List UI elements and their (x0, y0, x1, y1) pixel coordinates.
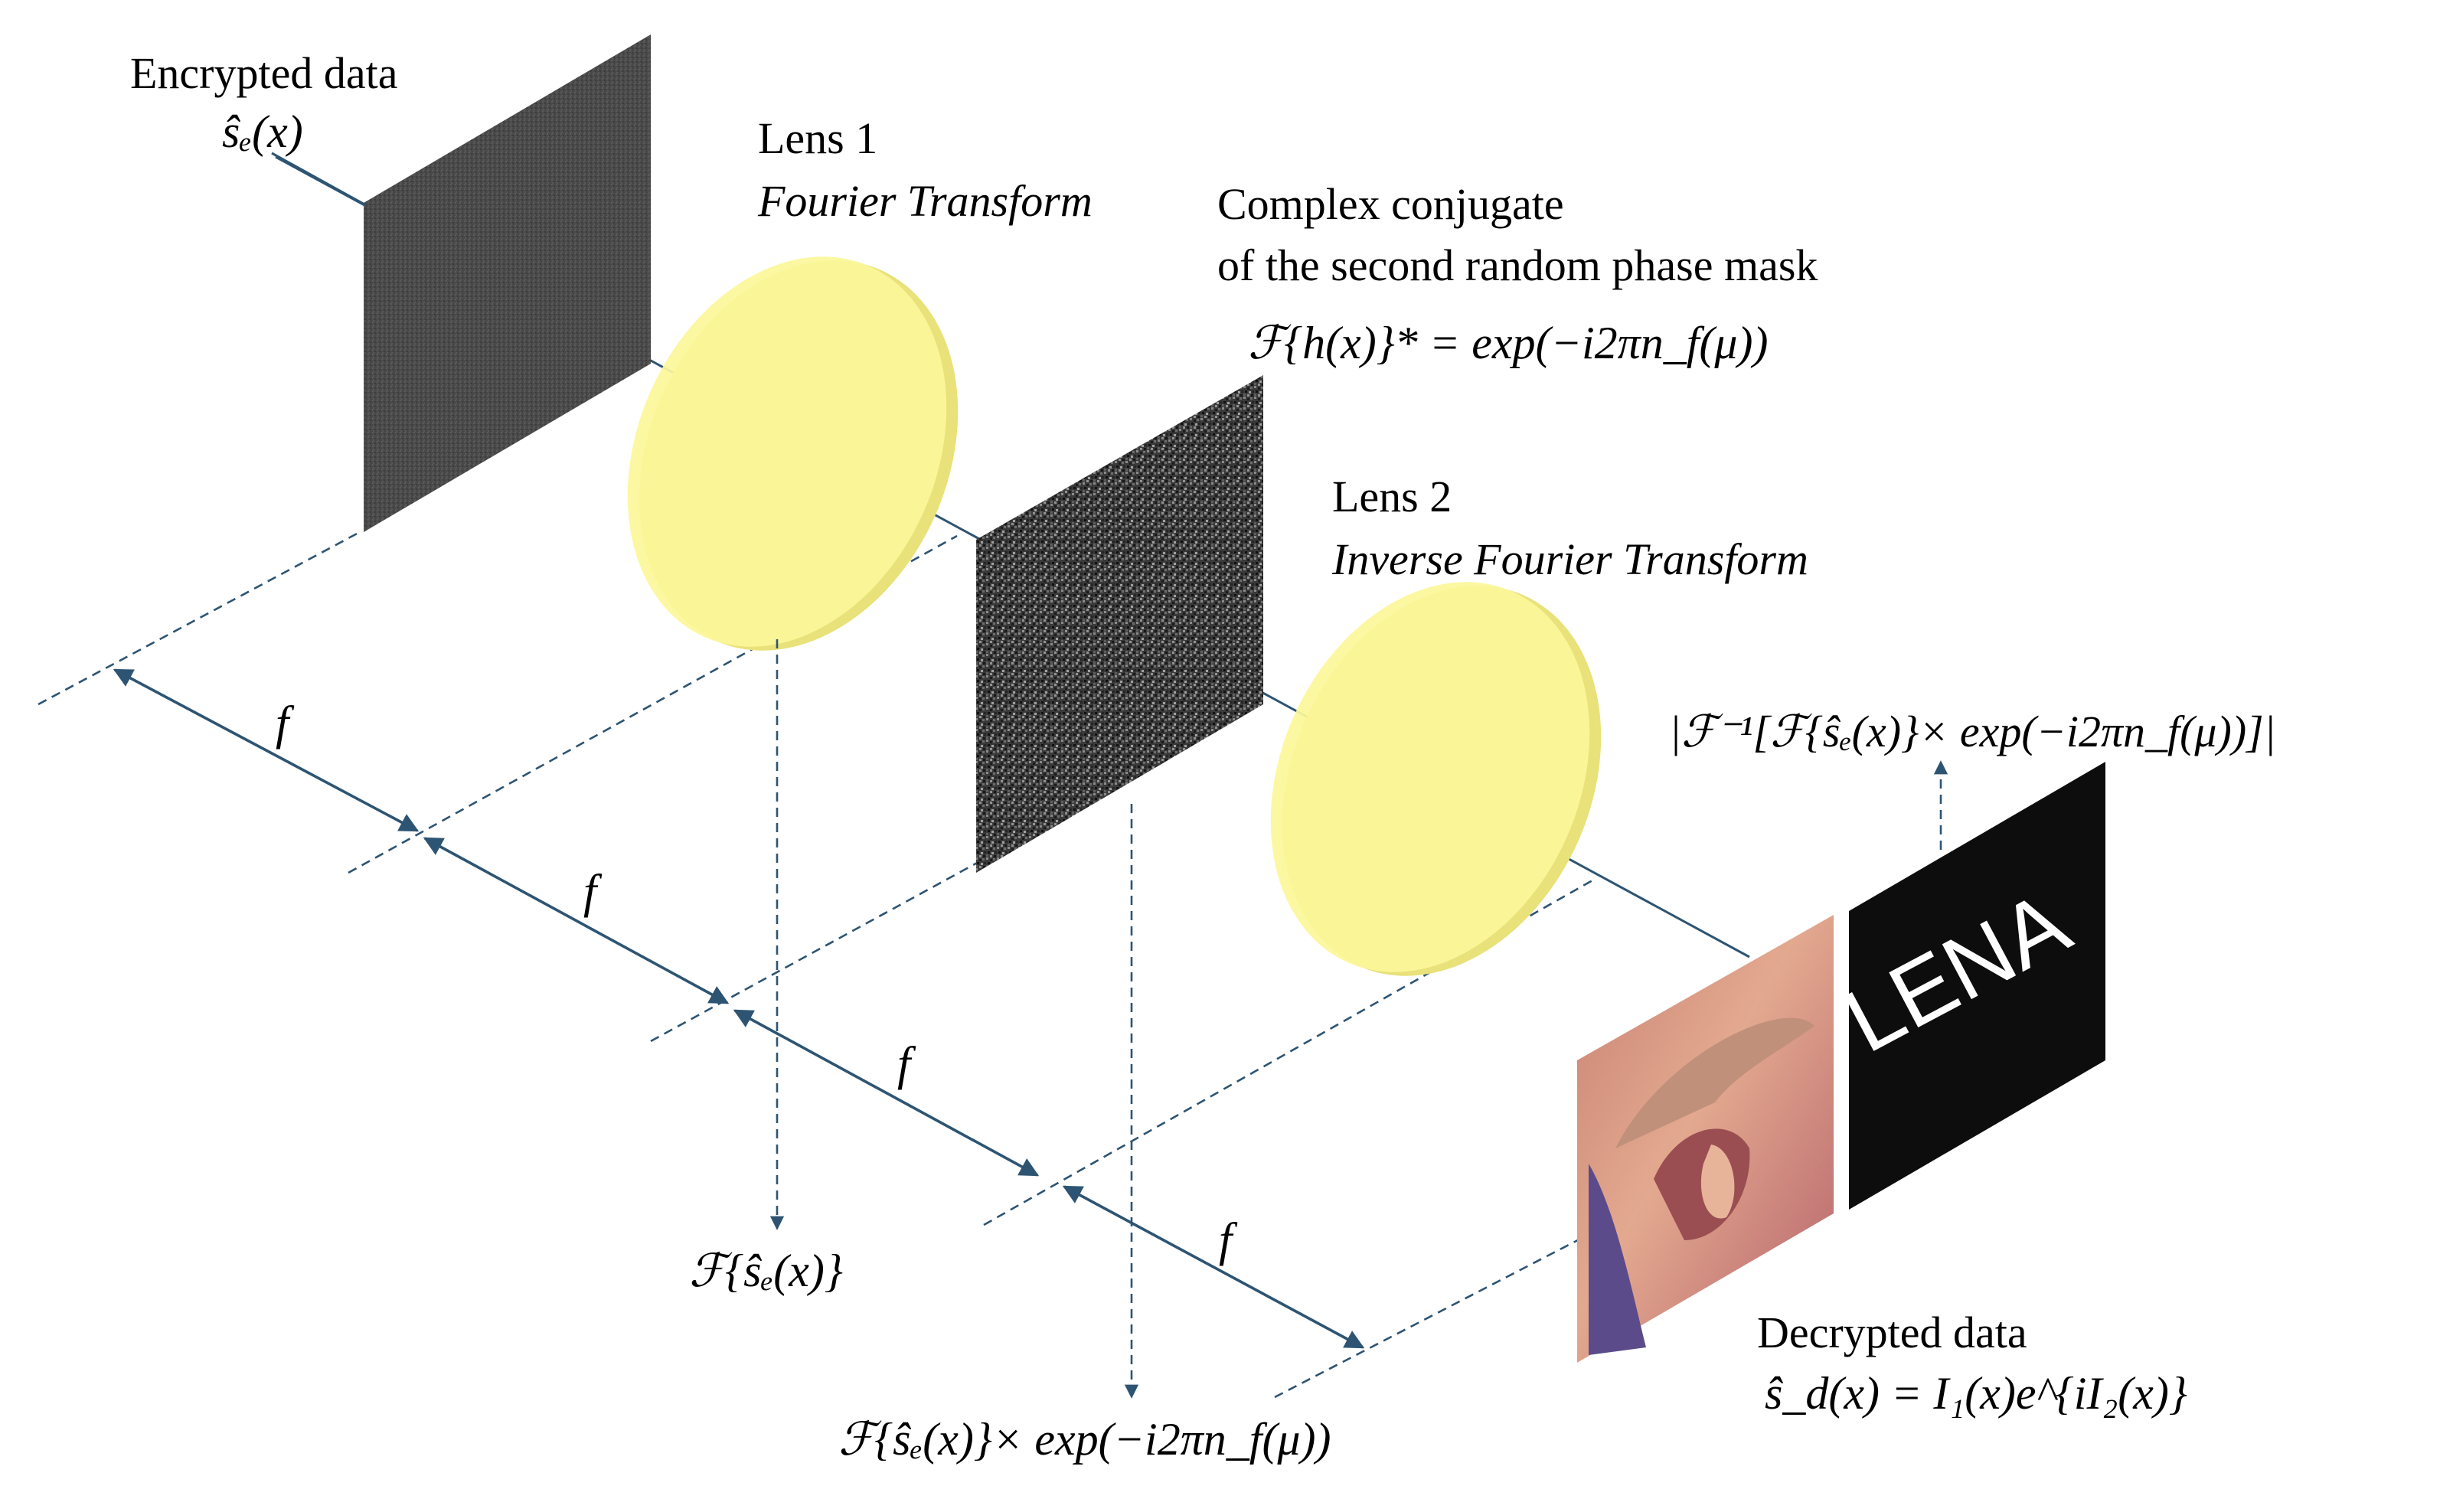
lens-1-caption: Fourier Transform (757, 176, 1093, 226)
lens-2 (1270, 582, 1602, 976)
decrypted-data-formula: ŝ_d(x) = I₁(x)e^{iI₂(x)} (1765, 1368, 2187, 1419)
decrypted-data-label: Decrypted data (1757, 1308, 2027, 1357)
focal-length-label-1: f (276, 697, 295, 749)
mask-conjugate-formula: ℱ{h(x)}* = exp(−i2πn_f(μ)) (1248, 318, 1768, 368)
encrypted-data-formula: ŝₑ(x) (222, 106, 303, 157)
focal-arrow-3 (733, 1009, 1040, 1177)
output-intensity-formula: |ℱ⁻¹[ℱ{ŝₑ(x)}× exp(−i2πn_f(μ))]| (1669, 707, 2276, 756)
lens-1 (627, 256, 959, 651)
baseline-encrypted (38, 531, 361, 706)
baseline-output (1274, 1231, 1593, 1399)
mask-caption-line-1: Complex conjugate (1217, 179, 1564, 229)
focal-length-label-4: f (1219, 1214, 1238, 1266)
fourier-plane-formula: ℱ{ŝₑ(x)} (689, 1246, 843, 1296)
baseline-lens1 (348, 534, 958, 874)
baseline-mask (650, 860, 981, 1043)
product-formula: ℱ{ŝₑ(x)}× exp(−i2πn_f(μ)) (838, 1414, 1331, 1465)
random-phase-mask-plate (976, 375, 1263, 873)
focal-arrow-1 (113, 668, 420, 832)
lens-2-name: Lens 2 (1332, 472, 1452, 521)
focal-length-label-2: f (583, 866, 603, 918)
encrypted-leader-line (271, 152, 367, 207)
focal-arrow-4 (1062, 1185, 1365, 1349)
mask-caption-line-2: of the second random phase mask (1217, 240, 1818, 290)
encrypted-data-label: Encrypted data (130, 48, 397, 98)
focal-length-label-3: f (897, 1038, 916, 1090)
decrypted-phase-plate (1849, 762, 2105, 1210)
lens-1-name: Lens 1 (758, 113, 877, 163)
lens-2-caption: Inverse Fourier Transform (1331, 534, 1808, 584)
encrypted-data-plate (364, 34, 651, 532)
decrypted-photo-plate (1577, 915, 1834, 1363)
focal-arrow-2 (423, 837, 730, 1004)
